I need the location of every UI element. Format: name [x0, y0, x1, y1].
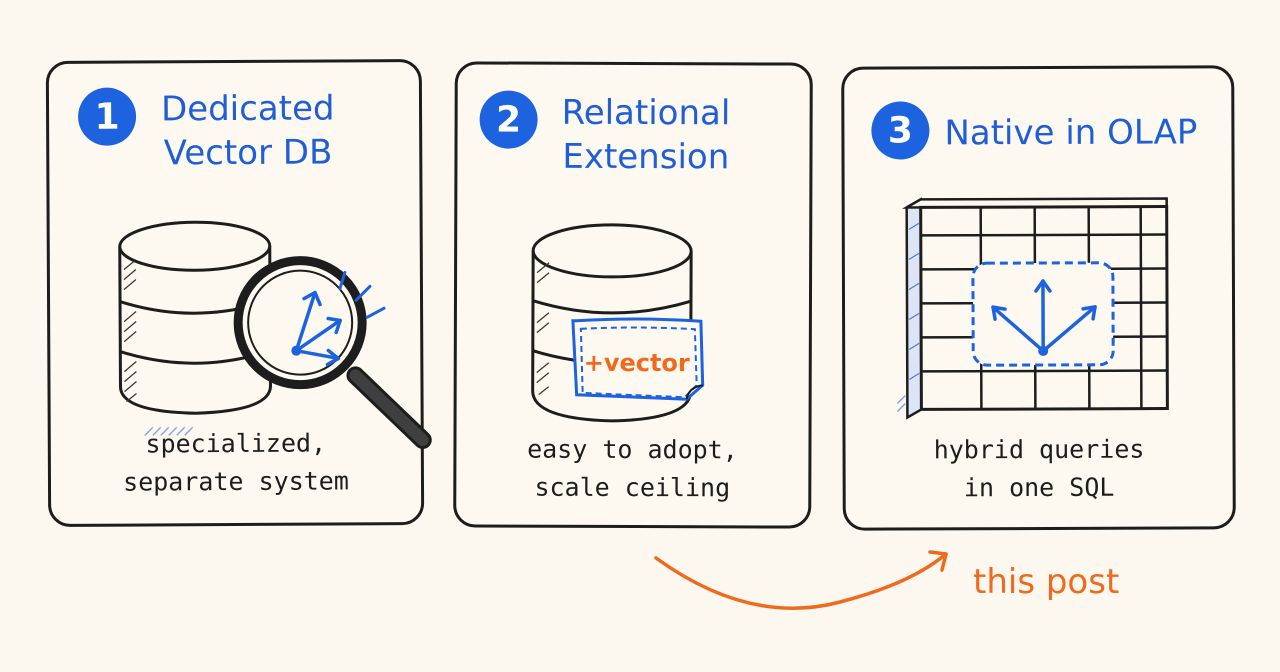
database-icon: [118, 220, 272, 436]
caption-line: in one SQL: [963, 472, 1115, 503]
panel-title-line: Dedicated: [160, 88, 335, 130]
panel-caption: hybrid queries in one SQL: [845, 430, 1232, 507]
panel-title-line: Extension: [562, 136, 730, 178]
caption-line: separate system: [123, 466, 349, 497]
panel-native-in-olap: 3 Native in OLAP: [841, 65, 1236, 531]
panel-relational-extension: 2 Relational Extension +vector easy to a…: [453, 61, 813, 529]
curved-arrow-icon: [654, 550, 948, 611]
vector-arrows-icon: [991, 279, 1097, 356]
panel-title: Dedicated Vector DB: [161, 86, 335, 175]
panel-caption: specialized, separate system: [51, 424, 421, 502]
caption-line: scale ceiling: [534, 472, 731, 503]
step-number-badge: 3: [871, 101, 930, 160]
database-with-vector-tag-illustration: +vector: [531, 223, 705, 423]
panel-title: Native in OLAP: [944, 110, 1197, 155]
table-grid-icon: [896, 197, 1169, 420]
vector-tag-icon: +vector: [571, 317, 705, 401]
step-number-badge: 2: [479, 90, 538, 149]
this-post-callout: this post: [973, 562, 1120, 602]
caption-line: specialized,: [145, 428, 327, 459]
caption-line: easy to adopt,: [527, 434, 738, 465]
panel-dedicated-vector-db: 1 Dedicated Vector DB: [45, 59, 432, 527]
vector-arrows-icon: [291, 290, 342, 367]
panel-title-line: Vector DB: [163, 132, 333, 174]
caption-line: hybrid queries: [933, 434, 1145, 465]
vector-badge-label: +vector: [584, 349, 690, 377]
database-with-magnifier-illustration: [118, 220, 432, 450]
panel-caption: easy to adopt, scale ceiling: [456, 430, 808, 507]
columnar-table-illustration: [896, 197, 1169, 420]
panel-title-line: Native in OLAP: [944, 112, 1198, 154]
panel-title: Relational Extension: [561, 91, 731, 180]
panel-title-line: Relational: [561, 92, 731, 134]
step-number-badge: 1: [77, 87, 137, 146]
